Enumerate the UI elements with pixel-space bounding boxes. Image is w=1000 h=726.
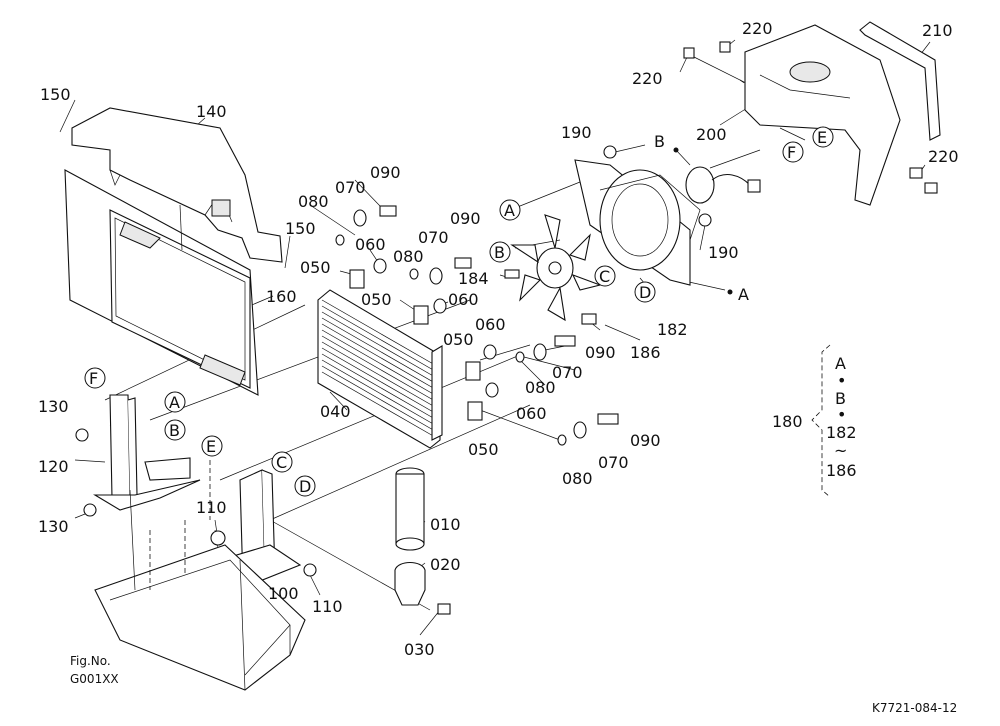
part-220-bolts	[683, 41, 938, 194]
callout-090-c: 090	[585, 343, 616, 362]
callout-110-a: 110	[196, 498, 227, 517]
ref-letter-circles	[84, 126, 834, 497]
callout-050-a: 050	[300, 258, 331, 277]
callout-labels: 010 020 030 040 050 050 050 050 060 060 …	[38, 19, 959, 659]
base-frame	[94, 489, 306, 691]
ref-letter-C-shroud: C	[599, 267, 610, 286]
callout-186: 186	[630, 343, 661, 362]
part-fan	[510, 214, 602, 322]
kit-180-brace	[811, 344, 831, 498]
part-shroud	[574, 159, 701, 286]
ref-letter-labels: A B C D A B E F C D E F A B	[89, 128, 827, 496]
callout-100: 100	[268, 584, 299, 603]
callout-010: 010	[430, 515, 461, 534]
fig-no-value: G001XX	[70, 672, 119, 686]
fig-no-label: Fig.No.	[70, 654, 111, 668]
callout-060-b: 060	[448, 290, 479, 309]
callout-040: 040	[320, 402, 351, 421]
callout-220-c: 220	[928, 147, 959, 166]
part-210-handle	[859, 21, 941, 141]
callout-220-b: 220	[742, 19, 773, 38]
callout-140: 140	[196, 102, 227, 121]
callout-130-a: 130	[38, 397, 69, 416]
ref-letter-A-left: A	[169, 393, 180, 412]
callout-070-d: 070	[598, 453, 629, 472]
kit-range-from: 182	[826, 423, 857, 442]
fasteners-group	[335, 205, 619, 446]
callout-220-a: 220	[632, 69, 663, 88]
part-160-screen	[64, 169, 259, 396]
callout-130-b: 130	[38, 517, 69, 536]
callout-070-c: 070	[552, 363, 583, 382]
callout-050-c: 050	[443, 330, 474, 349]
callout-060-d: 060	[516, 404, 547, 423]
callout-060-c: 060	[475, 315, 506, 334]
ref-letter-F-panel: F	[787, 143, 796, 162]
callout-070-a: 070	[335, 178, 366, 197]
callout-080-d: 080	[562, 469, 593, 488]
callout-070-b: 070	[418, 228, 449, 247]
ref-letter-E-left: E	[206, 437, 216, 456]
kit-item-a: A	[835, 354, 846, 373]
callout-200: 200	[696, 125, 727, 144]
callout-110-b: 110	[312, 597, 343, 616]
drawing-id: K7721-084-12	[872, 701, 957, 715]
callout-090-d: 090	[630, 431, 661, 450]
callout-184: 184	[458, 269, 489, 288]
callout-060-a: 060	[355, 235, 386, 254]
callout-150-b: 150	[285, 219, 316, 238]
callout-080-b: 080	[393, 247, 424, 266]
ref-letter-E-panel: E	[817, 128, 827, 147]
ref-letter-B-shroud: B	[494, 243, 505, 262]
part-200-panel	[744, 24, 901, 206]
callout-020: 020	[430, 555, 461, 574]
ref-letter-A-shroud: A	[504, 201, 515, 220]
kit-dot-2: •	[837, 405, 846, 424]
kit-180-contents: A • B • 182 ~ 186	[826, 354, 857, 480]
callout-210: 210	[922, 21, 953, 40]
kit-range-tilde: ~	[834, 441, 847, 460]
kit-item-b: B	[835, 389, 846, 408]
callout-160: 160	[266, 287, 297, 306]
part-050-brackets	[349, 269, 483, 421]
callout-050-b: 050	[361, 290, 392, 309]
part-fan-motor	[603, 145, 761, 227]
callout-180: 180	[772, 412, 803, 431]
part-140-top-cover	[71, 107, 283, 263]
ref-letter-B-left: B	[169, 421, 180, 440]
callout-190-a: 190	[561, 123, 592, 142]
part-010-receiver	[395, 467, 425, 551]
callout-150-a: 150	[40, 85, 71, 104]
ref-letter-B-dot: B	[654, 132, 665, 151]
part-120-bracket	[75, 394, 201, 517]
part-040-condenser	[317, 289, 443, 449]
part-030-bolt	[437, 603, 451, 615]
ref-letter-D-right: D	[299, 477, 311, 496]
callout-090-a: 090	[370, 163, 401, 182]
figure-reference: Fig.No. G001XX	[70, 654, 119, 686]
callout-090-b: 090	[450, 209, 481, 228]
ref-letter-A-dot: A	[738, 285, 749, 304]
callout-080-a: 080	[298, 192, 329, 211]
callout-080-c: 080	[525, 378, 556, 397]
ref-dots	[673, 147, 733, 295]
ref-letter-C-right: C	[276, 453, 287, 472]
part-020-clamp	[394, 561, 426, 606]
callout-190-b: 190	[708, 243, 739, 262]
callout-030: 030	[404, 640, 435, 659]
kit-range-to: 186	[826, 461, 857, 480]
kit-dot-1: •	[837, 371, 846, 390]
ref-letter-F-left: F	[89, 369, 98, 388]
callout-182: 182	[657, 320, 688, 339]
callout-050-d: 050	[468, 440, 499, 459]
callout-120: 120	[38, 457, 69, 476]
ref-letter-D-shroud: D	[639, 283, 651, 302]
